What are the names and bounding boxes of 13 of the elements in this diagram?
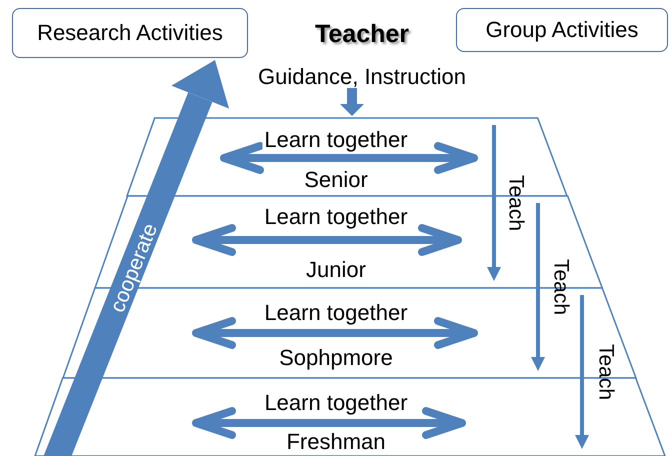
row-label: Learn together: [262, 129, 410, 151]
arrow: [340, 88, 364, 116]
activity-box: Group Activities: [456, 8, 668, 52]
role-heading: Teacher: [314, 22, 410, 47]
edge-label: Teach: [506, 174, 526, 232]
role-description: Guidance, Instruction: [258, 66, 466, 88]
activity-box: Research Activities: [12, 8, 248, 58]
arrow: [531, 203, 545, 371]
level-label: Sophpmore: [277, 347, 395, 369]
edge-label: Teach: [596, 344, 616, 400]
arrow: [487, 125, 501, 281]
edge-label: Teach: [550, 258, 572, 316]
arrow: [575, 295, 589, 449]
